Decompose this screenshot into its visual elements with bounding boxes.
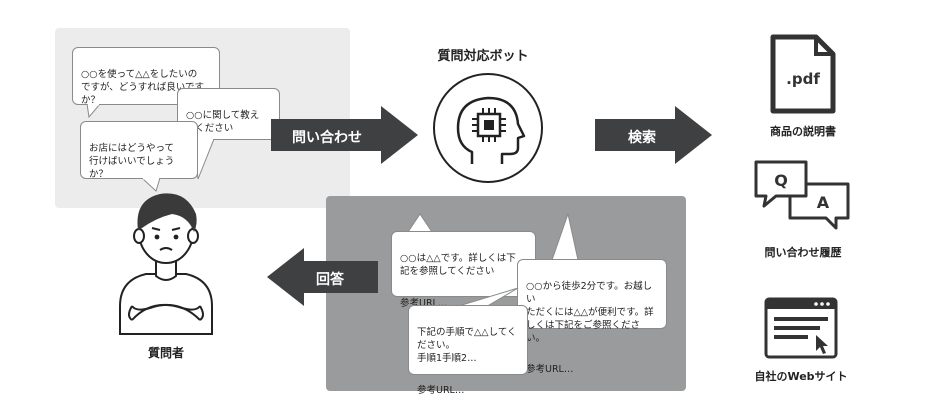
- answer-bubble-2-tail: [551, 213, 579, 261]
- question-text-1: ○○を使って△△をしたいの ですが、どうすれば良いです か？: [81, 69, 205, 106]
- bot-title: 質問対応ボット: [437, 49, 529, 64]
- question-bubble-1-tail: [86, 104, 101, 118]
- pdf-caption: 商品の説明書: [770, 125, 836, 138]
- answer-bubble-2: ○○から徒歩2分です。お越しい ただくには△△が便利です。詳 しくは下記をご参照…: [517, 259, 667, 375]
- answer-text-1: ○○は△△です。詳しくは下 記を参照してください: [400, 253, 516, 277]
- answer-arrow-label: 回答: [316, 272, 344, 288]
- qa-a-letter: A: [817, 193, 830, 212]
- bot-icon: [433, 73, 543, 183]
- qa-q-letter: Q: [774, 171, 788, 190]
- question-bubble-3: お店にはどうやって 行けばいいでしょう か？: [80, 121, 198, 180]
- asker-illustration: [119, 193, 213, 335]
- answer-bubble-1: ○○は△△です。詳しくは下 記を参照してください 参考URL…: [391, 231, 536, 309]
- qa-history-icon: Q A: [754, 160, 850, 230]
- question-text-2: ○○に関して教え てください: [186, 110, 260, 134]
- answer-arrow: [267, 248, 378, 306]
- question-bubble-3-tail: [141, 178, 161, 192]
- asker-label: 質問者: [147, 346, 184, 360]
- search-arrow-label: 検索: [628, 130, 656, 146]
- inquiry-arrow-label: 問い合わせ: [292, 130, 362, 146]
- search-arrow: [595, 106, 712, 164]
- question-text-3: お店にはどうやって 行けばいいでしょう か？: [89, 143, 175, 180]
- qa-caption: 問い合わせ履歴: [764, 246, 842, 259]
- pdf-file-label: .pdf: [786, 70, 820, 88]
- answer-ref-3: 参考URL…: [417, 385, 465, 396]
- answer-text-3: 下記の手順で△△してく ださい。 手順1手順2…: [417, 327, 517, 364]
- website-icon: [764, 297, 838, 359]
- inquiry-arrow: [271, 106, 418, 164]
- answer-text-2: ○○から徒歩2分です。お越しい ただくには△△が便利です。詳 しくは下記をご参照…: [526, 281, 654, 344]
- answer-ref-2: 参考URL…: [526, 364, 574, 375]
- answer-ref-1: 参考URL…: [400, 298, 448, 309]
- answer-bubble-3: 下記の手順で△△してく ださい。 手順1手順2… 参考URL…: [408, 305, 528, 396]
- answer-bubble-1-tail: [407, 213, 433, 233]
- website-caption: 自社のWebサイト: [754, 370, 848, 383]
- pdf-file-icon: .pdf: [770, 34, 836, 114]
